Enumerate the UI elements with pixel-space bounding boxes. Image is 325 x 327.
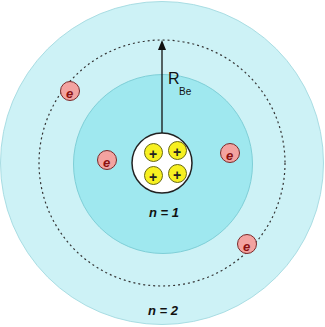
proton-symbol: + xyxy=(149,170,157,184)
electron: e xyxy=(220,143,240,163)
proton-symbol: + xyxy=(173,145,181,159)
electron: e xyxy=(237,234,257,254)
radius-subscript-wrap: Be xyxy=(179,81,191,99)
electron-symbol-wrap: e xyxy=(103,153,110,171)
proton-symbol-wrap: + xyxy=(173,143,181,161)
proton-symbol-wrap: + xyxy=(173,166,181,184)
electron-symbol: e xyxy=(243,240,250,253)
proton: + xyxy=(144,166,163,185)
radius-subscript: Be xyxy=(179,87,191,97)
shell-label: n = 1 xyxy=(149,206,179,219)
electron: e xyxy=(60,81,80,101)
arrow-head xyxy=(158,40,166,50)
electron-symbol-wrap: e xyxy=(66,84,73,102)
proton: + xyxy=(168,141,187,160)
radius-symbol: R xyxy=(168,71,180,87)
proton-symbol: + xyxy=(173,168,181,182)
shell-label: n = 2 xyxy=(148,304,178,317)
shell-label-wrap: n = 1 xyxy=(149,203,179,221)
electron-symbol: e xyxy=(66,87,73,100)
electron-symbol-wrap: e xyxy=(226,146,233,164)
nucleus xyxy=(132,133,192,193)
electron: e xyxy=(97,150,117,170)
proton-symbol-wrap: + xyxy=(149,145,157,163)
orbit-path xyxy=(39,40,285,286)
radius-symbol-wrap: R xyxy=(168,70,180,88)
proton: + xyxy=(144,143,163,162)
proton-symbol-wrap: + xyxy=(149,168,157,186)
proton-symbol: + xyxy=(149,147,157,161)
electron-symbol: e xyxy=(226,149,233,162)
radius-arrow xyxy=(161,48,162,133)
electron-symbol-wrap: e xyxy=(243,237,250,255)
shell-label-wrap: n = 2 xyxy=(148,301,178,319)
proton: + xyxy=(168,164,187,183)
electron-symbol: e xyxy=(103,156,110,169)
